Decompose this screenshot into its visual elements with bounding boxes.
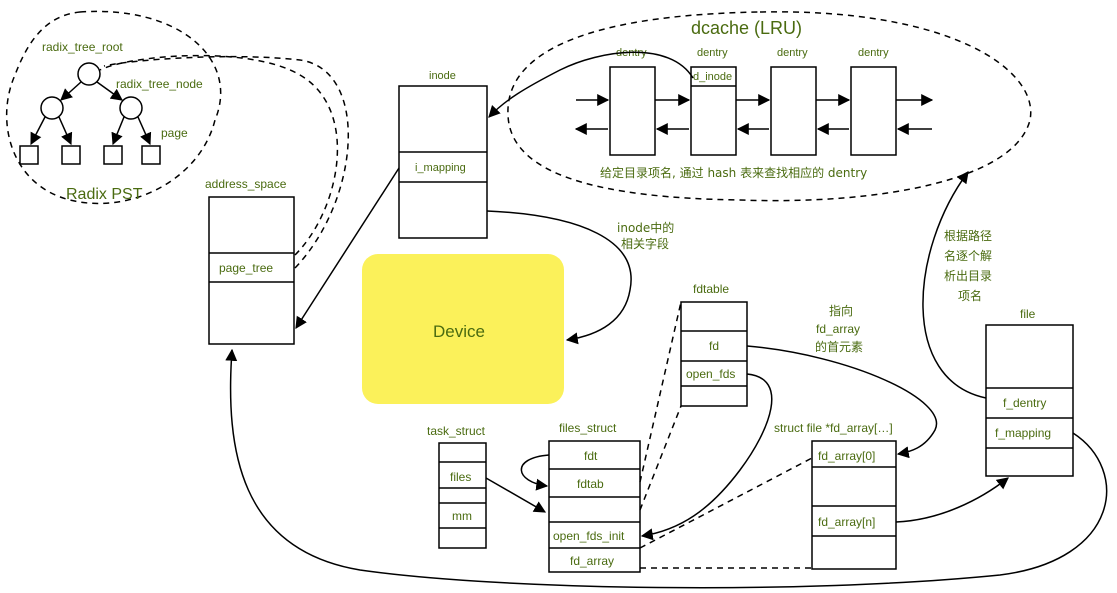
files-struct-title: files_struct	[559, 421, 617, 435]
page-tree-field: page_tree	[219, 261, 273, 275]
device-label: Device	[433, 322, 485, 341]
fd-array-title: struct file *fd_array[…]	[774, 421, 893, 435]
files-field: files	[450, 470, 471, 484]
radix-tree-node-label: radix_tree_node	[116, 77, 203, 91]
fd-array-first: fd_array[0]	[818, 449, 875, 463]
radix-page-1	[19, 145, 39, 165]
i-mapping-field: i_mapping	[415, 162, 466, 174]
files-struct: files_struct fdt fdtab open_fds_init fd_…	[548, 421, 641, 573]
dentry-3-box	[770, 66, 817, 156]
inode-note-line1: inode中的	[617, 220, 674, 235]
fd-array-struct: struct file *fd_array[…] fd_array[0] fd_…	[774, 421, 897, 570]
dentry-2-label: dentry	[697, 47, 728, 59]
address-space-struct: address_space page_tree	[205, 177, 295, 345]
dcache-group: dcache (LRU) dentry dentry dentry dentry…	[507, 11, 1032, 202]
open-fds-init-field: open_fds_init	[553, 529, 625, 543]
f-dentry-field: f_dentry	[1003, 396, 1046, 410]
d-inode-field: d_inode	[693, 71, 732, 83]
file-struct: file f_dentry f_mapping	[985, 307, 1074, 477]
radix-pst-boundary	[5, 10, 222, 205]
radix-page-2	[61, 145, 81, 165]
radix-page-label: page	[161, 126, 188, 140]
dcache-boundary	[507, 11, 1032, 202]
radix-pst-group: radix_tree_root radix_tree_node page Rad…	[5, 10, 222, 205]
fdtab-field: fdtab	[577, 477, 604, 491]
open-fds-field: open_fds	[686, 367, 735, 381]
fd-array-last: fd_array[n]	[818, 515, 875, 529]
fd-note-line1: 指向	[829, 303, 853, 318]
path-note-line1: 根据路径	[944, 228, 992, 243]
dentry-4-box	[850, 66, 897, 156]
inode-struct: inode i_mapping	[398, 70, 488, 239]
radix-page-4	[141, 145, 161, 165]
dcache-lookup-note: 给定目录项名, 通过 hash 表来查找相应的 dentry	[600, 165, 867, 180]
path-note-line4: 项名	[958, 288, 982, 303]
dentry-4-label: dentry	[858, 47, 889, 59]
mm-field: mm	[452, 509, 472, 523]
radix-left-node	[40, 96, 64, 120]
dcache-title: dcache (LRU)	[691, 18, 802, 38]
fd-note-line3: 的首元素	[815, 339, 863, 354]
dentry-3-label: dentry	[777, 47, 808, 59]
path-note-line2: 名逐个解	[944, 248, 992, 263]
path-note-line3: 析出目录	[944, 269, 992, 283]
fd-field: fd	[709, 339, 719, 353]
inode-title: inode	[429, 70, 456, 82]
radix-root-node	[77, 62, 101, 86]
file-title: file	[1020, 307, 1036, 321]
radix-pst-title: Radix PST	[66, 186, 143, 203]
radix-right-node	[119, 96, 143, 120]
address-space-title: address_space	[205, 177, 287, 191]
f-mapping-field: f_mapping	[995, 426, 1051, 440]
device-block: Device	[362, 254, 564, 404]
fdt-field: fdt	[584, 449, 598, 463]
task-struct: task_struct files mm	[427, 424, 487, 549]
radix-page-3	[103, 145, 123, 165]
fd-array-field: fd_array	[570, 554, 614, 568]
fdtable-title: fdtable	[693, 282, 729, 296]
inode-note-line2: 相关字段	[621, 236, 669, 251]
radix-tree-root-label: radix_tree_root	[42, 40, 123, 54]
dentry-2-box	[690, 66, 737, 156]
task-struct-title: task_struct	[427, 424, 486, 438]
fd-note-line2: fd_array	[816, 322, 860, 336]
dentry-1-box	[609, 66, 656, 156]
fdtable-struct: fdtable fd open_fds	[680, 282, 748, 407]
